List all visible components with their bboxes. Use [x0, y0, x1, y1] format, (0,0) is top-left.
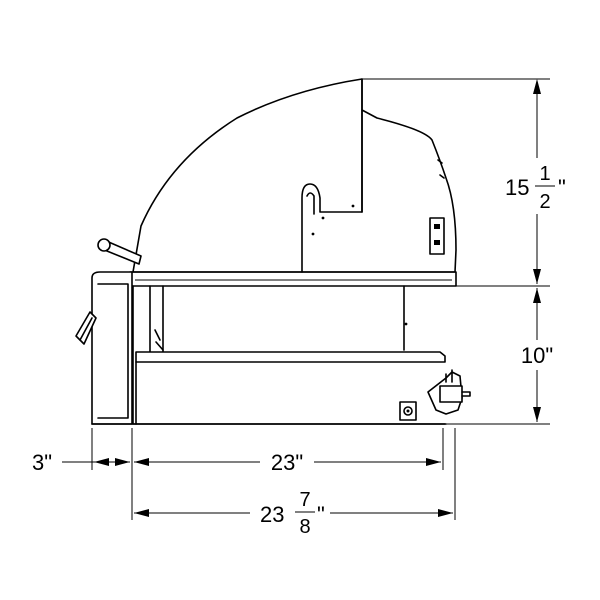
hood-rivet-3 [351, 204, 355, 208]
label-depth-total: 23 7 8 " [260, 489, 325, 538]
arrow-front-left [94, 458, 109, 466]
lid-handle [97, 238, 142, 265]
label-upper-den: 2 [539, 191, 550, 213]
dimension-labels: 15 1 2 " 10" 3" 23" 23 7 8 " [32, 158, 578, 538]
gas-valve [427, 369, 471, 415]
label-bg-lower [512, 340, 562, 370]
hood-rear-vent [437, 159, 445, 179]
label-upper-num: 1 [539, 163, 550, 185]
cookbox-top-rim [129, 271, 457, 287]
arrow-total-right [438, 509, 453, 517]
side-bracket-hole-top [434, 224, 440, 229]
arrow-front-right [115, 458, 130, 466]
arrow-lower-bottom [533, 407, 541, 422]
hood-outline [132, 78, 457, 273]
hood-rivet-1 [321, 216, 325, 220]
control-knob [75, 311, 97, 345]
control-panel-inner [97, 283, 129, 419]
arrow-upper-top [533, 79, 541, 94]
arrow-upper-bottom [533, 269, 541, 284]
arrow-total-left [134, 509, 149, 517]
drip-tray [135, 351, 446, 363]
label-upper-unit: " [558, 175, 566, 200]
ignitor-button [399, 401, 417, 421]
firebox-rivet [404, 322, 408, 326]
firebox-cut [154, 329, 164, 351]
arrow-body-right [426, 458, 441, 466]
label-total-num: 7 [299, 489, 310, 511]
label-total-whole: 23 [260, 502, 284, 527]
grill-body [75, 78, 471, 425]
label-depth-body: 23" [271, 450, 303, 475]
side-bracket [429, 217, 445, 255]
label-total-unit: " [317, 502, 325, 527]
control-panel [91, 271, 133, 425]
label-upper-whole: 15 [505, 175, 529, 200]
arrow-body-left [134, 458, 149, 466]
side-bracket-hole-bottom [434, 240, 440, 245]
label-depth-front: 3" [32, 450, 52, 475]
hood-rivet-2 [311, 232, 315, 236]
hood-hinge-slot [306, 192, 315, 215]
hood-side-panel [301, 78, 363, 273]
label-total-den: 8 [299, 516, 310, 538]
label-height-upper: 15 1 2 " [500, 158, 578, 214]
arrow-lower-top [533, 288, 541, 303]
label-height-lower: 10" [521, 343, 553, 368]
